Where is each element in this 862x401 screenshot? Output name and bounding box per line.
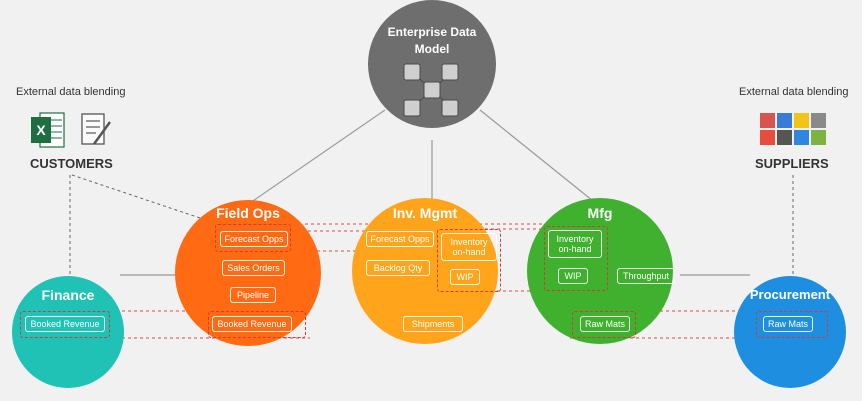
- finance-circle: [12, 276, 124, 388]
- field-ops-title: Field Ops: [216, 205, 280, 221]
- inv-mgmt-inventory-on-hand: Inventory on-hand: [441, 233, 497, 261]
- highlight-inventory-wip-invmgmt: [437, 229, 501, 292]
- mfg-throughput: Throughput: [617, 268, 675, 284]
- highlight-forecast-opps-fieldops: [215, 224, 291, 252]
- mfg-circle: [527, 198, 673, 344]
- procurement-title: Procurement: [749, 287, 831, 302]
- mfg-raw-mats: Raw Mats: [580, 316, 630, 332]
- finance-title: Finance: [41, 287, 95, 303]
- mfg-title: Mfg: [587, 205, 613, 221]
- highlight-booked-revenue-finance: [20, 311, 110, 338]
- procurement-raw-mats: Raw Mats: [763, 316, 813, 332]
- suppliers-title: SUPPLIERS: [755, 156, 829, 171]
- mfg-inventory-line1: Inventory: [556, 233, 594, 244]
- field-ops-pipeline: Pipeline: [230, 287, 276, 303]
- field-ops-booked-revenue: Booked Revenue: [212, 316, 292, 332]
- document-icon: [81, 113, 112, 145]
- customers-title: CUSTOMERS: [30, 156, 113, 171]
- data-model-network-icon: [403, 63, 459, 117]
- inv-mgmt-shipments: Shipments: [403, 316, 463, 332]
- enterprise-title-line1: Enterprise Data: [387, 25, 477, 39]
- field-ops-sales-orders: Sales Orders: [222, 260, 285, 276]
- inv-mgmt-title: Inv. Mgmt: [392, 205, 458, 221]
- highlight-raw-mats-procurement: [756, 311, 828, 338]
- svg-text:X: X: [36, 122, 46, 138]
- inv-mgmt-circle: [352, 198, 498, 344]
- link-center-mfg: [479, 109, 599, 206]
- highlight-raw-mats-mfg: [572, 311, 636, 338]
- inv-mgmt-backlog-qty: Backlog Qty: [366, 260, 430, 276]
- highlight-inventory-wip-mfg: [544, 226, 608, 291]
- mfg-inventory-line2: on-hand: [558, 244, 592, 254]
- customers-blending-caption: External data blending: [16, 86, 126, 98]
- mfg-wip: WIP: [558, 268, 588, 284]
- link-customers-fieldops: [71, 174, 201, 219]
- suppliers-blending-caption: External data blending: [739, 86, 849, 98]
- enterprise-data-model-circle: [368, 0, 496, 128]
- link-center-fieldops: [246, 109, 386, 206]
- inv-mgmt-wip: WIP: [450, 269, 480, 285]
- enterprise-title-line2: Model: [414, 42, 450, 56]
- inv-mgmt-inventory-line2: on-hand: [452, 247, 486, 257]
- inv-mgmt-forecast-opps: Forecast Opps: [366, 231, 434, 247]
- excel-icon: X: [31, 112, 65, 148]
- inv-mgmt-inventory-line1: Inventory: [450, 236, 488, 247]
- mfg-inventory-on-hand: Inventory on-hand: [548, 230, 602, 258]
- app-grid-icon: [760, 113, 828, 147]
- highlight-booked-revenue-fieldops: [208, 311, 306, 338]
- finance-booked-revenue: Booked Revenue: [25, 316, 105, 332]
- field-ops-forecast-opps: Forecast Opps: [220, 231, 288, 247]
